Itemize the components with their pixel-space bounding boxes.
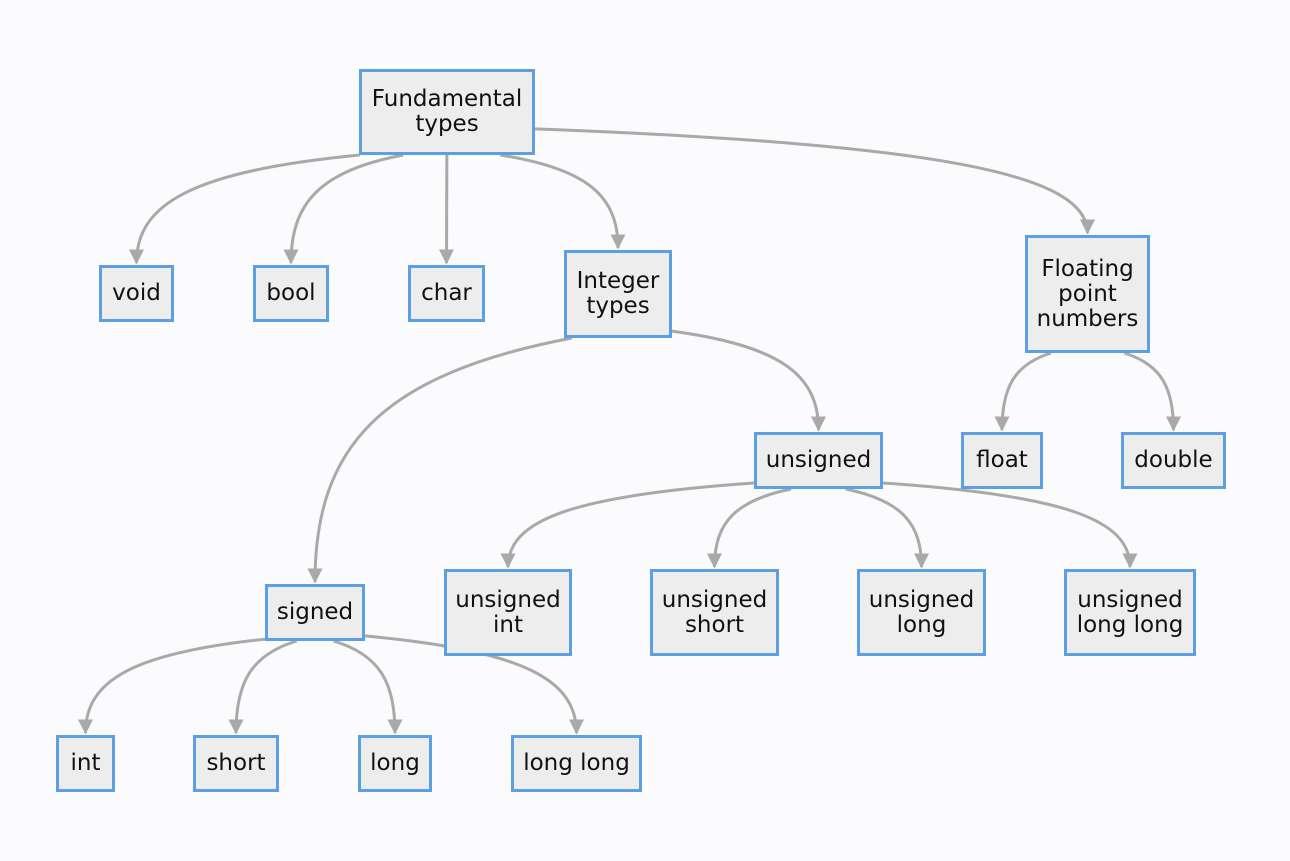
edge-fundamental-to-integer <box>500 153 626 250</box>
node-label: unsigned long <box>868 586 975 638</box>
node-label: void <box>112 280 161 306</box>
node-bool: bool <box>253 265 329 322</box>
node-label: bool <box>266 280 316 306</box>
edge-unsigned-to-unsigned_int <box>500 481 755 569</box>
node-unsigned: unsigned <box>754 432 883 489</box>
edge-unsigned-to-unsigned_long_long <box>882 481 1138 569</box>
node-label: float <box>976 447 1028 473</box>
node-label: long long <box>523 750 630 776</box>
edge-integer-to-unsigned <box>671 329 826 432</box>
node-signed: signed <box>265 584 365 641</box>
node-label: Floating point numbers <box>1036 255 1139 332</box>
node-void: void <box>99 265 174 322</box>
node-floating-point-numbers: Floating point numbers <box>1025 235 1150 353</box>
edge-unsigned-to-unsigned_short <box>707 487 792 569</box>
node-fundamental-types: Fundamental types <box>359 69 535 155</box>
edge-signed-to-long_long <box>364 634 584 735</box>
edge-fundamental-to-floating <box>534 127 1095 235</box>
node-double: double <box>1121 432 1226 489</box>
node-integer-types: Integer types <box>564 250 672 338</box>
node-label: Integer types <box>576 268 660 319</box>
edge-floating-to-double <box>1123 351 1181 432</box>
edge-integer-to-signed <box>307 336 573 584</box>
node-label: char <box>421 280 472 306</box>
node-long-long: long long <box>511 735 642 792</box>
edge-signed-to-int <box>78 637 266 735</box>
node-label: long <box>370 750 420 776</box>
node-label: Fundamental types <box>371 86 523 137</box>
node-unsigned-long: unsigned long <box>857 569 986 656</box>
node-label: unsigned short <box>661 586 768 638</box>
edge-unsigned-to-unsigned_long <box>845 487 929 569</box>
node-float: float <box>961 432 1043 489</box>
edge-fundamental-to-void <box>129 153 360 265</box>
node-unsigned-int: unsigned int <box>444 569 572 656</box>
node-label: double <box>1134 447 1213 473</box>
edge-signed-to-long <box>333 639 403 735</box>
node-label: signed <box>276 599 354 625</box>
node-long: long <box>358 735 432 792</box>
node-char: char <box>408 265 485 322</box>
node-label: unsigned <box>765 447 872 473</box>
edge-floating-to-float <box>994 351 1052 432</box>
node-unsigned-long-long: unsigned long long <box>1064 569 1196 656</box>
node-label: short <box>206 750 266 776</box>
node-label: unsigned long long <box>1076 586 1184 638</box>
node-short: short <box>193 735 279 792</box>
node-int: int <box>56 735 115 792</box>
node-label: unsigned int <box>455 586 561 638</box>
node-label: int <box>70 750 101 776</box>
edge-signed-to-short <box>228 639 298 735</box>
edge-fundamental-to-bool <box>283 153 404 265</box>
node-unsigned-short: unsigned short <box>650 569 779 656</box>
